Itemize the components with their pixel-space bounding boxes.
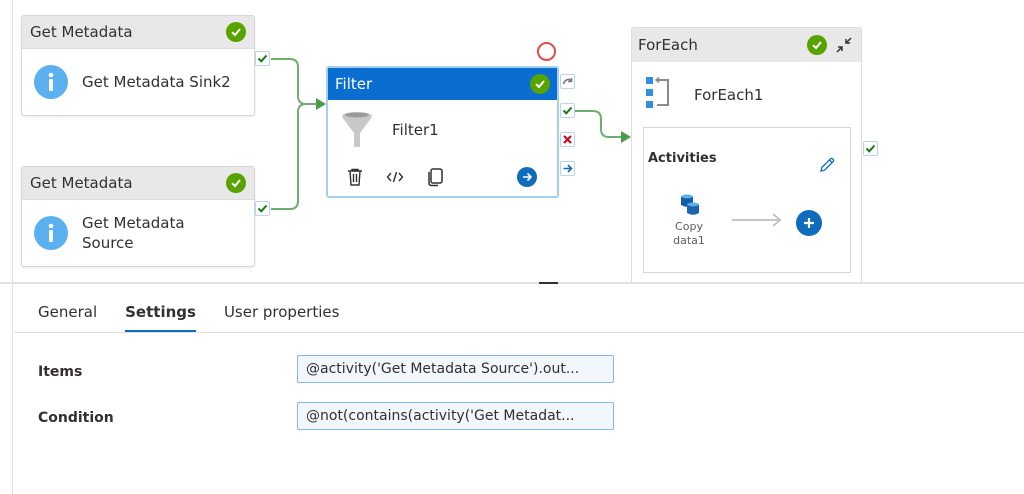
- inner-activity-name-line1: Copy: [675, 220, 703, 233]
- copy-icon[interactable]: [424, 166, 446, 188]
- activity-name-line1: Get Metadata: [82, 214, 185, 232]
- activity-type-label: ForEach: [638, 36, 698, 54]
- items-label: Items: [38, 364, 83, 380]
- collapse-icon[interactable]: [833, 34, 855, 56]
- arrowhead-foreach: [621, 131, 631, 143]
- activity-name-line2: Source: [82, 234, 134, 252]
- success-port[interactable]: [863, 141, 878, 156]
- code-icon[interactable]: [384, 166, 406, 188]
- foreach-icon: [646, 76, 672, 113]
- connector-filter-to-foreach: [575, 110, 622, 138]
- inner-activity-name-line2: data1: [673, 234, 705, 247]
- arrowhead-filter: [316, 98, 326, 110]
- activity-name: ForEach1: [694, 86, 764, 104]
- activity-header: ForEach: [632, 28, 861, 62]
- delete-icon[interactable]: [344, 166, 366, 188]
- left-border: [12, 0, 13, 494]
- panel-divider: [0, 282, 1024, 284]
- success-status-icon: [807, 35, 827, 55]
- completion-port[interactable]: [560, 161, 575, 176]
- success-status-icon: [226, 173, 246, 193]
- activity-name: Get Metadata Sink2: [82, 73, 231, 91]
- navigate-icon[interactable]: [517, 167, 537, 187]
- info-icon: [34, 65, 68, 99]
- failure-port[interactable]: [560, 132, 575, 147]
- items-input[interactable]: @activity('Get Metadata Source').out...: [297, 355, 614, 383]
- activity-get-metadata-source[interactable]: Get Metadata Get Metadata Source: [21, 166, 255, 267]
- funnel-icon: [340, 110, 374, 150]
- tab-user-properties[interactable]: User properties: [223, 303, 340, 321]
- add-activity-icon[interactable]: [796, 210, 822, 236]
- inner-activity-name: Copy data1: [666, 220, 712, 248]
- pipeline-canvas[interactable]: Get Metadata Get Metadata Sink2 Get Meta…: [0, 0, 1024, 283]
- activity-toolbar: [344, 166, 537, 188]
- tabs-divider: [14, 332, 1024, 333]
- info-icon: [34, 216, 68, 250]
- activity-type-label: Filter: [335, 75, 373, 93]
- activity-filter[interactable]: Filter Filter1: [326, 66, 559, 198]
- connector-sink2-to-filter: [271, 58, 318, 105]
- success-port[interactable]: [560, 103, 575, 118]
- condition-label: Condition: [38, 410, 114, 426]
- inner-arrow-icon: [732, 213, 782, 227]
- inner-activities-panel[interactable]: Activities Copy data1: [643, 127, 851, 273]
- success-port[interactable]: [255, 51, 270, 66]
- pending-indicator: [537, 42, 556, 61]
- activity-header: Get Metadata: [22, 16, 254, 49]
- skip-port[interactable]: [560, 74, 575, 89]
- activity-type-label: Get Metadata: [30, 23, 133, 41]
- properties-tabs: General Settings User properties: [14, 298, 353, 332]
- tab-settings[interactable]: Settings: [125, 298, 196, 332]
- success-status-icon: [530, 74, 550, 94]
- edit-pencil-icon[interactable]: [818, 156, 836, 174]
- copy-data-icon[interactable]: [678, 193, 702, 217]
- tab-general[interactable]: General: [38, 303, 98, 321]
- activity-name: Get Metadata Source: [82, 213, 185, 253]
- activities-title: Activities: [648, 151, 717, 166]
- activity-header: Get Metadata: [22, 167, 254, 200]
- success-port[interactable]: [255, 201, 270, 216]
- activity-header: Filter: [328, 68, 557, 100]
- success-status-icon: [226, 22, 246, 42]
- activity-get-metadata-sink2[interactable]: Get Metadata Get Metadata Sink2: [21, 15, 255, 116]
- resize-handle[interactable]: [539, 282, 558, 284]
- condition-input[interactable]: @not(contains(activity('Get Metadat...: [297, 402, 614, 430]
- activity-name: Filter1: [392, 121, 439, 139]
- activity-foreach[interactable]: ForEach ForEach1 Activities: [631, 27, 862, 283]
- connector-source-to-filter: [271, 103, 307, 210]
- activity-type-label: Get Metadata: [30, 174, 133, 192]
